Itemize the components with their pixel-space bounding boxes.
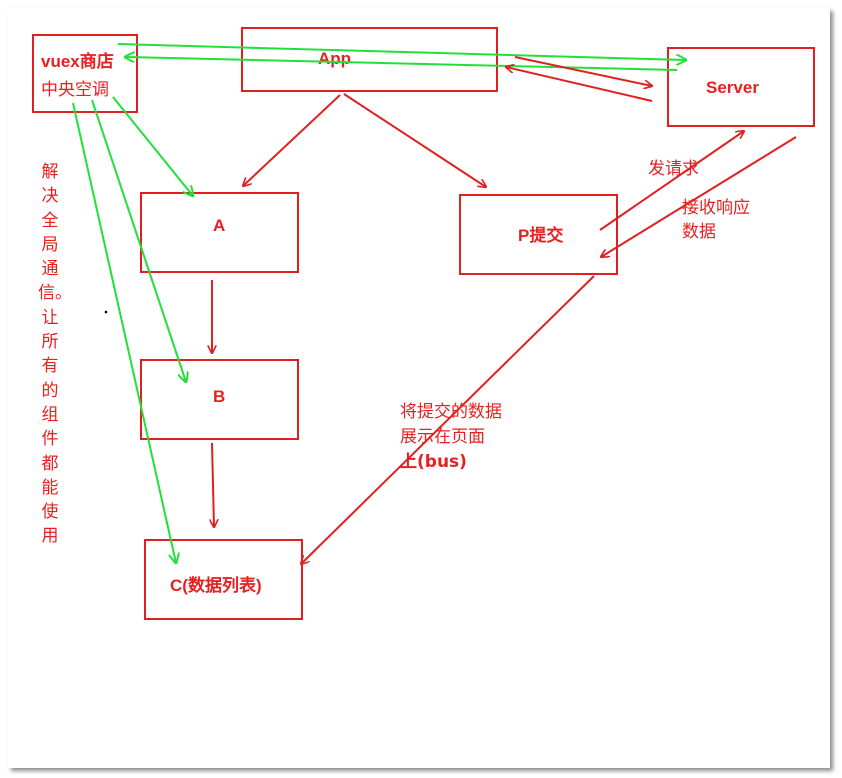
server-box xyxy=(667,47,815,127)
app-label: App xyxy=(318,49,352,68)
receive-response-note-line1: 接收响应 xyxy=(682,198,750,218)
display-note-line2: 展示在页面 xyxy=(400,427,485,447)
component-b-box xyxy=(140,359,299,440)
arrow-vuex-to-b xyxy=(91,99,186,382)
arrow-app-to-a xyxy=(243,94,341,186)
component-b-label: B xyxy=(213,387,226,406)
arrow-server-to-vuex xyxy=(125,57,678,71)
arrow-vuex-to-c xyxy=(72,102,176,563)
arrow-vuex-to-a xyxy=(112,96,193,196)
arrow-app-to-server xyxy=(514,56,652,86)
component-p-label: P提交 xyxy=(518,226,564,245)
arrow-p-to-c xyxy=(301,275,595,564)
vuex-store-label-line1: vuex商店 xyxy=(41,52,114,71)
stray-dot xyxy=(104,310,108,314)
arrow-p-to-server xyxy=(599,131,744,231)
receive-response-note-line2: 数据 xyxy=(682,222,716,242)
component-a-box xyxy=(140,192,299,273)
vuex-store-label-line2: 中央空调 xyxy=(41,80,109,99)
server-label: Server xyxy=(706,78,759,97)
arrow-server-to-app xyxy=(506,67,653,102)
component-c-label: C(数据列表) xyxy=(170,576,262,595)
arrow-server-to-p xyxy=(601,136,797,257)
arrow-app-to-p xyxy=(343,93,486,187)
display-note-line1: 将提交的数据 xyxy=(400,402,502,422)
paper-sheet xyxy=(8,8,830,768)
component-c-box xyxy=(144,539,303,620)
arrow-b-to-c xyxy=(212,442,214,527)
arrow-vuex-to-server xyxy=(117,43,686,60)
send-request-note: 发请求 xyxy=(648,159,699,179)
component-p-box xyxy=(459,194,618,275)
component-a-label: A xyxy=(213,216,226,235)
vuex-store-box xyxy=(32,34,138,113)
display-note-line3: 上(bus) xyxy=(400,452,467,472)
